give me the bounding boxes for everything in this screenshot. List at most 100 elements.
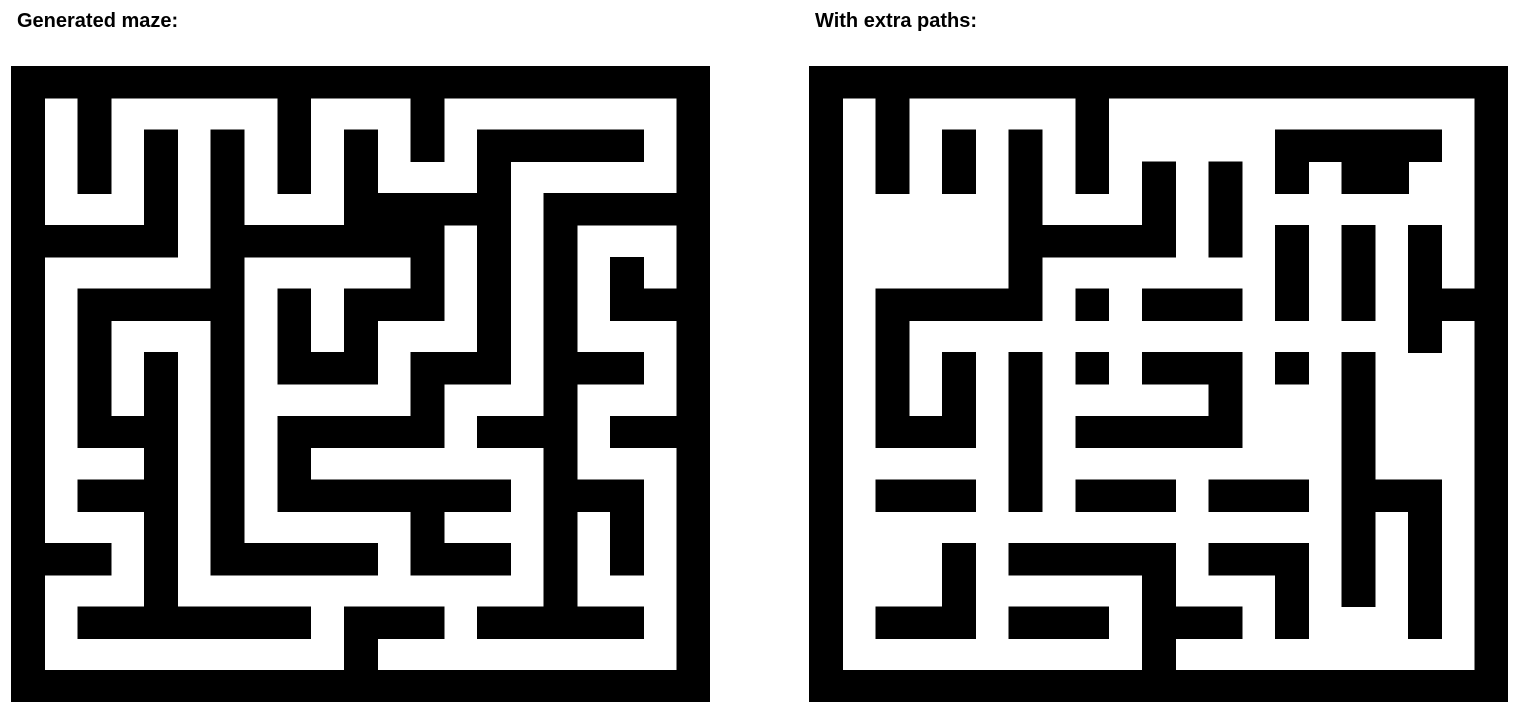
maze-wall-cell	[1108, 66, 1143, 99]
maze-wall-cell	[77, 606, 112, 640]
maze-wall-cell	[377, 606, 412, 640]
maze-wall-cell	[510, 415, 545, 449]
maze-wall-cell	[277, 97, 312, 131]
maze-wall-cell	[1208, 193, 1243, 226]
maze-wall-cell	[144, 66, 179, 99]
maze-wall-cell	[1208, 670, 1243, 702]
maze-wall-cell	[543, 320, 578, 353]
maze-wall-cell	[1408, 129, 1443, 163]
maze-wall-cell	[77, 543, 112, 576]
maze-wall-cell	[11, 415, 45, 449]
maze-wall-cell	[11, 479, 45, 512]
maze-wall-cell	[410, 256, 445, 290]
maze-wall-cell	[343, 288, 378, 322]
maze-wall-cell	[1008, 193, 1043, 226]
maze-wall-cell	[1474, 479, 1508, 512]
maze-wall-cell	[1208, 352, 1243, 385]
maze-wall-cell	[377, 288, 412, 322]
maze-wall-cell	[809, 129, 843, 163]
maze-wall-cell	[477, 256, 511, 290]
maze-wall-cell	[377, 66, 412, 99]
maze-wall-cell	[1208, 384, 1243, 417]
maze-wall-cell	[144, 415, 179, 449]
maze-wall-cell	[277, 606, 312, 640]
maze-wall-cell	[1474, 638, 1508, 671]
maze-wall-cell	[144, 479, 179, 512]
maze-wall-cell	[343, 320, 378, 353]
extra-paths-maze-graphic	[809, 66, 1508, 702]
maze-wall-cell	[543, 352, 578, 385]
maze-wall-cell	[343, 161, 378, 194]
maze-wall-cell	[443, 543, 478, 576]
maze-wall-cell	[1308, 129, 1343, 163]
maze-wall-cell	[1275, 161, 1309, 194]
maze-wall-cell	[443, 352, 478, 385]
maze-wall-cell	[1208, 161, 1243, 194]
maze-wall-cell	[310, 225, 345, 258]
maze-wall-cell	[1141, 161, 1176, 194]
maze-wall-cell	[1008, 129, 1043, 163]
maze-wall-cell	[875, 129, 910, 163]
maze-wall-cell	[343, 129, 378, 163]
maze-wall-cell	[543, 129, 578, 163]
maze-wall-cell	[576, 193, 611, 226]
maze-wall-cell	[1075, 161, 1110, 194]
maze-wall-cell	[942, 288, 977, 322]
maze-wall-cell	[210, 384, 245, 417]
maze-wall-cell	[643, 415, 678, 449]
maze-wall-cell	[410, 606, 445, 640]
maze-wall-cell	[477, 606, 511, 640]
maze-wall-cell	[1241, 479, 1276, 512]
maze-wall-cell	[310, 543, 345, 576]
maze-wall-cell	[1474, 97, 1508, 131]
maze-wall-cell	[144, 352, 179, 385]
maze-wall-cell	[809, 320, 843, 353]
maze-wall-cell	[1341, 66, 1376, 99]
maze-wall-cell	[1141, 415, 1176, 449]
maze-wall-cell	[1341, 574, 1376, 608]
maze-wall-cell	[1341, 670, 1376, 702]
maze-wall-cell	[809, 256, 843, 290]
maze-wall-cell	[11, 511, 45, 544]
maze-wall-cell	[908, 415, 943, 449]
maze-wall-cell	[310, 66, 345, 99]
maze-wall-cell	[310, 670, 345, 702]
maze-wall-cell	[244, 606, 278, 640]
maze-wall-cell	[210, 543, 245, 576]
maze-wall-cell	[343, 193, 378, 226]
maze-wall-cell	[443, 66, 478, 99]
maze-wall-cell	[1141, 606, 1176, 640]
maze-wall-cell	[676, 670, 710, 702]
maze-wall-cell	[1408, 574, 1443, 608]
maze-wall-cell	[410, 384, 445, 417]
maze-wall-cell	[1408, 66, 1443, 99]
maze-wall-cell	[1208, 66, 1243, 99]
maze-wall-cell	[1008, 670, 1043, 702]
maze-wall-cell	[11, 606, 45, 640]
maze-wall-cell	[975, 288, 1010, 322]
maze-wall-cell	[1008, 288, 1043, 322]
maze-wall-cell	[942, 606, 977, 640]
maze-wall-cell	[210, 479, 245, 512]
maze-wall-cell	[1042, 225, 1076, 258]
maze-wall-cell	[377, 670, 412, 702]
maze-wall-cell	[144, 384, 179, 417]
maze-wall-cell	[576, 606, 611, 640]
maze-wall-cell	[210, 225, 245, 258]
maze-wall-cell	[1075, 288, 1110, 322]
maze-wall-cell	[1408, 320, 1443, 353]
maze-wall-cell	[277, 320, 312, 353]
maze-wall-cell	[908, 288, 943, 322]
maze-wall-cell	[676, 66, 710, 99]
maze-wall-cell	[543, 447, 578, 481]
maze-wall-cell	[942, 479, 977, 512]
maze-wall-cell	[809, 66, 843, 99]
maze-wall-cell	[477, 479, 511, 512]
maze-wall-cell	[1141, 352, 1176, 385]
maze-wall-cell	[177, 288, 212, 322]
maze-wall-cell	[676, 320, 710, 353]
maze-wall-cell	[343, 479, 378, 512]
maze-wall-cell	[377, 225, 412, 258]
maze-wall-cell	[1474, 288, 1508, 322]
maze-wall-cell	[410, 97, 445, 131]
